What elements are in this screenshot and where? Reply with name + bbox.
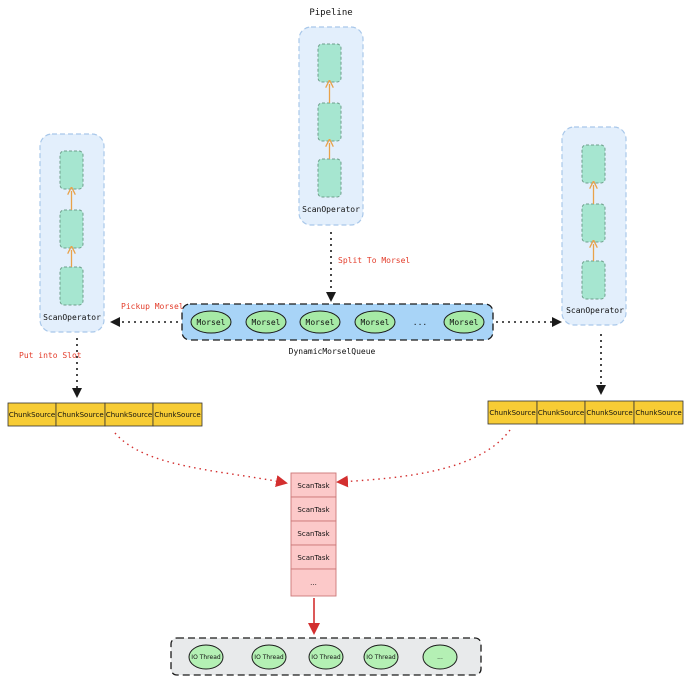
morsel-item: Morsel (190, 310, 232, 334)
operator-block (317, 43, 342, 83)
svg-text:Morsel: Morsel (252, 318, 281, 327)
pipeline-title: Pipeline (309, 8, 352, 18)
operator-block (59, 209, 84, 249)
svg-text:IO Thread: IO Thread (191, 654, 221, 661)
split-to-morsel-label: Split To Morsel (338, 256, 410, 265)
scan-operator-label: ScanOperator (43, 313, 101, 322)
chunk-source-label: ChunkSource (154, 411, 200, 419)
svg-text:Morsel: Morsel (361, 318, 390, 327)
operator-block (581, 260, 606, 300)
operator-block (59, 266, 84, 306)
scan-operator-label: ScanOperator (566, 306, 624, 315)
put-into-slot-label: Put into Slot (19, 351, 82, 360)
operator-block (317, 158, 342, 198)
morsel-item: Morsel (443, 310, 485, 334)
chunk-source-label: ChunkSource (57, 411, 103, 419)
morsel-item: Morsel (245, 310, 287, 334)
morsel-item: Morsel (354, 310, 396, 334)
scan-task-label: ScanTask (297, 530, 330, 538)
queue-label: DynamicMorselQueue (289, 347, 376, 356)
io-thread-item: IO Thread (363, 644, 399, 670)
right-chunk-to-scantask-arrow (336, 429, 511, 488)
io-thread-item: ... (422, 644, 458, 670)
svg-text:Morsel: Morsel (306, 318, 335, 327)
scan-task-ellipsis: ... (310, 579, 317, 587)
io-thread-item: IO Thread (251, 644, 287, 670)
chunk-source-label: ChunkSource (586, 409, 632, 417)
io-thread-item: IO Thread (308, 644, 344, 670)
scan-task-label: ScanTask (297, 506, 330, 514)
chunk-sources-right: ChunkSource ChunkSource ChunkSource Chun… (487, 400, 684, 425)
pipeline-left: ScanOperator (39, 133, 105, 333)
svg-text:IO Thread: IO Thread (311, 654, 341, 661)
svg-text:Morsel: Morsel (450, 318, 479, 327)
scan-operator-label: ScanOperator (302, 205, 360, 214)
svg-text:IO Thread: IO Thread (254, 654, 284, 661)
pickup-morsel-label: Pickup Morsel (121, 302, 184, 311)
svg-text:...: ... (437, 654, 443, 661)
operator-block (59, 150, 84, 190)
pipeline-center: ScanOperator (298, 26, 364, 226)
morsel-ellipsis: ... (413, 318, 427, 327)
svg-text:Morsel: Morsel (197, 318, 226, 327)
pipeline-right: ScanOperator (561, 126, 627, 326)
scan-task-queue: ScanTask ScanTask ScanTask ScanTask ... (290, 472, 337, 597)
operator-block (581, 144, 606, 184)
io-thread-pool: IO Thread IO Thread IO Thread IO Thread … (170, 637, 482, 676)
chunk-sources-left: ChunkSource ChunkSource ChunkSource Chun… (7, 402, 203, 427)
chunk-source-label: ChunkSource (635, 409, 681, 417)
scan-task-label: ScanTask (297, 554, 330, 562)
operator-block (317, 102, 342, 142)
scan-task-label: ScanTask (297, 482, 330, 490)
chunk-source-label: ChunkSource (106, 411, 152, 419)
operator-block (581, 203, 606, 243)
morsel-item: Morsel (299, 310, 341, 334)
chunk-source-label: ChunkSource (489, 409, 535, 417)
dynamic-morsel-queue: Morsel Morsel Morsel Morsel ... Morsel D… (181, 303, 494, 356)
chunk-source-label: ChunkSource (538, 409, 584, 417)
io-thread-item: IO Thread (188, 644, 224, 670)
svg-text:IO Thread: IO Thread (366, 654, 396, 661)
left-chunk-to-scantask-arrow (114, 432, 288, 487)
chunk-source-label: ChunkSource (9, 411, 55, 419)
